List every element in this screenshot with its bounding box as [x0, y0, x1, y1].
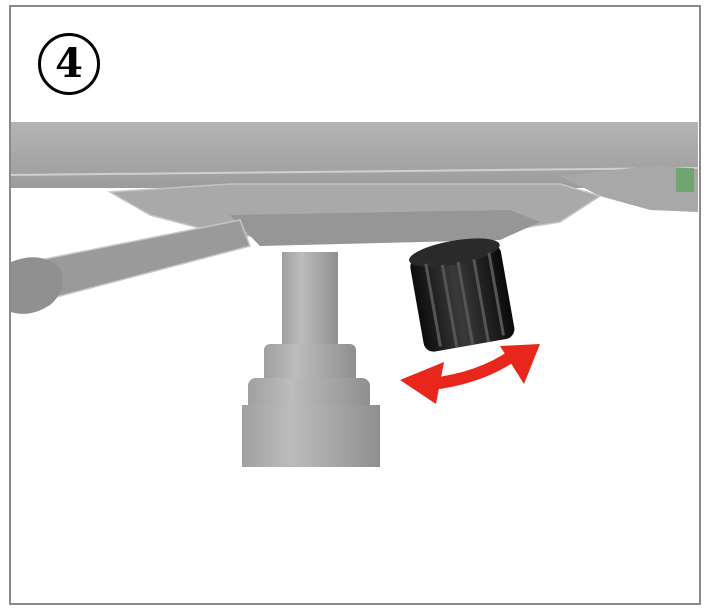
gas-lift-collar: [264, 344, 356, 384]
lever-arm: [28, 219, 252, 301]
illustration-frame: [9, 5, 701, 605]
step-number-badge: 4: [38, 33, 100, 95]
double-headed-curved-arrow-icon: [400, 344, 540, 404]
gas-lift-column-top: [282, 252, 338, 352]
step-number-label: 4: [55, 40, 83, 87]
green-indicator: [676, 168, 694, 192]
seat-right-bracket: [560, 165, 698, 212]
tension-knob-icon: [409, 238, 515, 352]
seat-edge-line: [10, 167, 699, 176]
gas-lift-base: [242, 405, 380, 467]
mechanism-plate-shadow: [230, 210, 540, 246]
lever-handle: [11, 257, 63, 314]
